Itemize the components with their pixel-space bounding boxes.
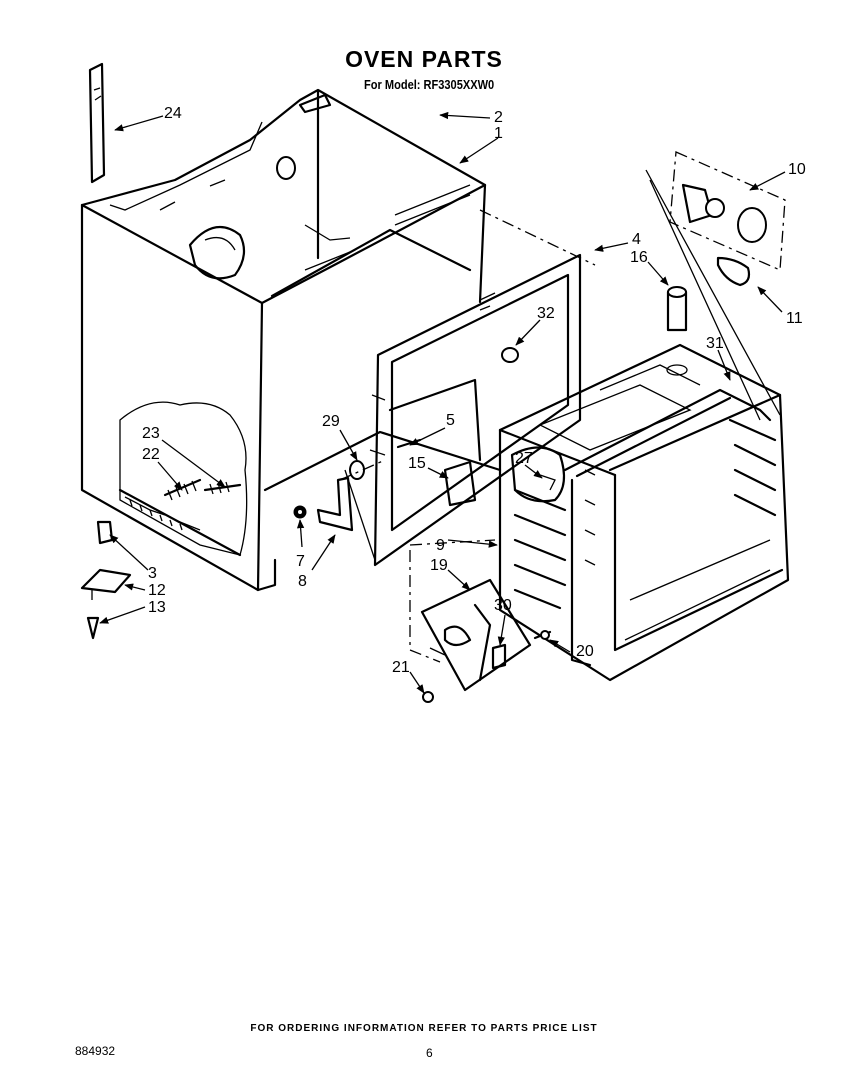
part-12-anti-tip-bracket <box>80 568 132 600</box>
page-number: 6 <box>426 1046 433 1060</box>
part-21-screw <box>422 691 434 703</box>
part-22-igniter <box>163 478 202 501</box>
callout-16: 16 <box>630 249 648 266</box>
callout-8: 8 <box>298 573 307 590</box>
callout-2: 2 <box>494 109 503 126</box>
callout-22: 22 <box>142 446 160 463</box>
part-7-nut <box>293 505 307 519</box>
callout-23: 23 <box>142 425 160 442</box>
part-24-vent-trim <box>88 62 106 184</box>
callout-11: 11 <box>786 310 803 327</box>
callout-7: 7 <box>296 553 305 570</box>
part-10-light-socket <box>645 151 786 421</box>
part-27-insulation <box>510 446 566 503</box>
callout-29: 29 <box>322 413 340 430</box>
page-title: OVEN PARTS <box>345 46 503 72</box>
callout-20: 20 <box>576 643 594 660</box>
callout-27: 27 <box>515 450 533 467</box>
part-15-bracket <box>443 460 477 507</box>
callout-10: 10 <box>788 161 806 178</box>
part-3-screw <box>96 520 114 545</box>
callout-21: 21 <box>392 659 410 676</box>
part-13-leveling-leg <box>86 616 100 640</box>
model-subtitle: For Model: RF3305XXW0 <box>364 77 495 92</box>
part-23-spring <box>203 481 242 495</box>
callout-1: 1 <box>494 125 503 142</box>
callout-15: 15 <box>408 455 426 472</box>
part-9-oven-liner <box>498 343 790 682</box>
callout-24: 24 <box>164 105 182 122</box>
callout-19: 19 <box>430 557 448 574</box>
part-16-sensor <box>666 286 688 376</box>
part-11-light-bulb <box>716 256 751 287</box>
callout-5: 5 <box>446 412 455 429</box>
callout-31: 31 <box>706 335 724 352</box>
callout-30: 30 <box>494 597 512 614</box>
callout-32: 32 <box>537 305 555 322</box>
callout-9: 9 <box>436 537 445 554</box>
part-4-front-frame <box>369 253 582 567</box>
part-8-bracket <box>316 469 376 561</box>
callout-4: 4 <box>632 231 641 248</box>
part-19-door-latch <box>409 550 532 692</box>
part-30-latch-switch <box>491 643 507 670</box>
callout-labels: 24 2 1 10 4 16 11 32 31 29 5 23 22 15 27… <box>142 105 806 676</box>
ordering-note: FOR ORDERING INFORMATION REFER TO PARTS … <box>250 1023 598 1034</box>
callout-3: 3 <box>148 565 157 582</box>
part-29-spacer <box>349 460 365 480</box>
callout-13: 13 <box>148 599 166 616</box>
callout-leaders <box>99 111 786 694</box>
part-20-screw <box>533 630 552 640</box>
document-number: 884932 <box>75 1044 116 1058</box>
part-32-plug <box>501 347 519 363</box>
callout-12: 12 <box>148 582 166 599</box>
part-1-cabinet <box>80 88 502 592</box>
